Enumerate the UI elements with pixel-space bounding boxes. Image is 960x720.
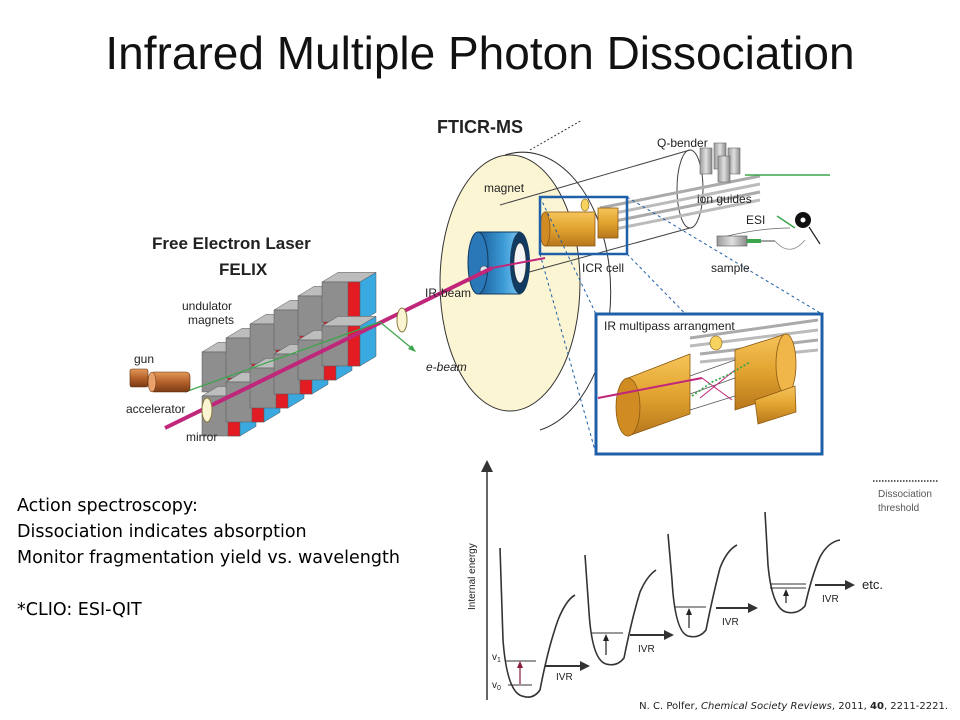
- note-line-2: Dissociation indicates absorption: [17, 522, 307, 542]
- citation-pages: , 2211-2221.: [883, 701, 948, 712]
- electron-gun-icon: [129, 368, 191, 393]
- accelerator-label: accelerator: [126, 402, 185, 416]
- ir-laser-beam: [164, 266, 493, 430]
- icr-cell-icon: [539, 198, 619, 247]
- mirror-label: mirror: [186, 430, 217, 444]
- gun-label: gun: [134, 352, 154, 366]
- fel-title-line1: Free Electron Laser: [152, 234, 311, 253]
- esi-label: ESI: [746, 213, 765, 227]
- out-mirror-icon: [396, 307, 408, 333]
- v1-label: v1: [492, 652, 501, 664]
- energy-y-axis-label: Internal energy: [467, 543, 478, 610]
- ivr-label-2: IVR: [638, 644, 655, 655]
- citation: N. C. Polfer, Chemical Society Reviews, …: [639, 701, 948, 712]
- energy-diagram: Internal energy Dissociation threshold v…: [467, 460, 938, 700]
- ir-multipass-inset: [594, 312, 824, 456]
- electron-beam: [184, 321, 381, 393]
- fticr-title: FTICR-MS: [437, 117, 523, 137]
- mirror-icon: [201, 397, 213, 423]
- icr-cell-label: ICR cell: [582, 261, 624, 275]
- magnet-label: magnet: [484, 181, 525, 195]
- legend-label-line2: threshold: [878, 503, 919, 514]
- v0-label: v0: [492, 680, 501, 692]
- ivr-label-1: IVR: [556, 672, 573, 683]
- sample-label: sample: [711, 261, 750, 275]
- ivr-label-4: IVR: [822, 594, 839, 605]
- notes-block: Action spectroscopy: Dissociation indica…: [17, 493, 457, 623]
- fel-title-line2: FELIX: [219, 260, 268, 279]
- citation-authors: N. C. Polfer,: [639, 701, 702, 712]
- citation-year: , 2011,: [831, 701, 871, 712]
- sample-syringe-icon: [716, 235, 806, 250]
- ivr-label-3: IVR: [722, 617, 739, 628]
- note-line-1: Action spectroscopy:: [17, 496, 198, 516]
- undulator-magnet-block: [321, 315, 377, 367]
- note-line-3: Monitor fragmentation yield vs. waveleng…: [17, 548, 400, 568]
- q-bender-label: Q-bender: [657, 136, 708, 150]
- esi-source-icon: [722, 212, 821, 245]
- ion-guides-label: ion guides: [697, 192, 752, 206]
- ir-beam-label: IR-beam: [425, 286, 471, 300]
- undulator-label-line2: magnets: [188, 313, 234, 327]
- legend-label-line1: Dissociation: [878, 489, 932, 500]
- etc-label: etc.: [862, 577, 883, 592]
- slide-title: Infrared Multiple Photon Dissociation: [105, 27, 855, 79]
- citation-journal: Chemical Society Reviews: [701, 701, 832, 712]
- citation-volume: 40: [870, 701, 884, 712]
- undulator-magnet-block: [321, 271, 377, 323]
- note-line-4: *CLIO: ESI-QIT: [17, 600, 142, 620]
- inset-title: IR multipass arrangment: [604, 319, 735, 333]
- q-bender-icon: [699, 142, 830, 183]
- icr-zoom-frame: [538, 195, 629, 256]
- undulator-label-line1: undulator: [182, 299, 232, 313]
- e-beam-label: e-beam: [426, 360, 467, 374]
